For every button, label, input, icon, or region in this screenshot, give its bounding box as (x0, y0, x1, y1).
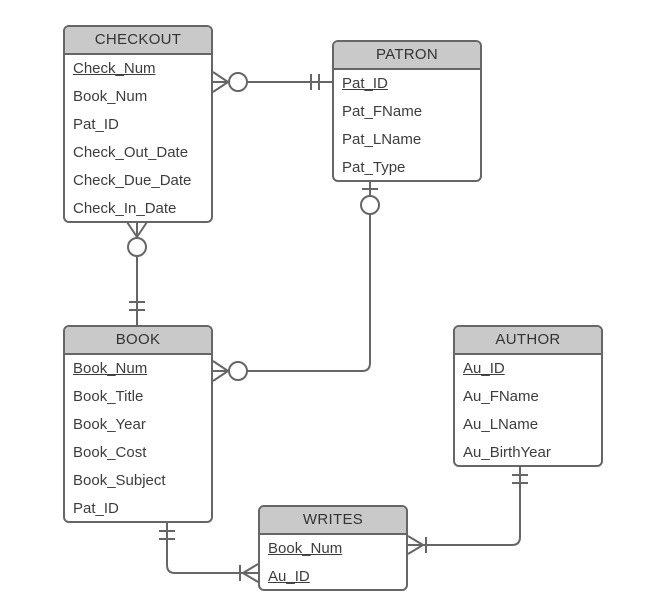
field-book-subject: Book_Subject (73, 472, 166, 489)
connector-book-patron (212, 181, 380, 382)
connector-line (228, 181, 371, 372)
connector-line (408, 467, 521, 546)
field-au-fname: Au_FName (463, 388, 539, 405)
connector-book-writes (159, 523, 259, 583)
entity-author[interactable]: AUTHOR Au_ID Au_FName Au_LName Au_BirthY… (453, 325, 603, 467)
entity-book-title: BOOK (65, 327, 211, 355)
one-mandatory-ticks-icon (129, 301, 145, 311)
field-au-id: Au_ID (268, 568, 310, 585)
crows-foot-many-icon (407, 535, 424, 555)
field-check-num: Check_Num (73, 60, 156, 77)
entity-checkout[interactable]: CHECKOUT Check_Num Book_Num Pat_ID Check… (63, 25, 213, 223)
connector-checkout-patron (212, 71, 332, 93)
field-au-birthyear: Au_BirthYear (463, 444, 551, 461)
crows-foot-many-icon (212, 360, 229, 382)
field-book-cost: Book_Cost (73, 444, 147, 461)
field-book-title: Book_Title (73, 388, 144, 405)
field-au-id: Au_ID (463, 360, 505, 377)
field-pat-fname: Pat_FName (342, 103, 423, 120)
entity-author-title: AUTHOR (455, 327, 601, 355)
field-pat-id: Pat_ID (73, 500, 119, 517)
connector-line (166, 523, 258, 574)
optional-circle-icon (228, 72, 248, 92)
optional-circle-icon (228, 361, 248, 381)
entity-book[interactable]: BOOK Book_Num Book_Title Book_Year Book_… (63, 325, 213, 523)
field-pat-type: Pat_Type (342, 159, 406, 176)
crows-foot-many-icon (212, 71, 229, 93)
optional-circle-icon (360, 195, 380, 215)
connector-checkout-book (126, 221, 148, 325)
entity-patron[interactable]: PATRON Pat_ID Pat_FName Pat_LName Pat_Ty… (332, 40, 482, 182)
one-mandatory-ticks-icon (159, 530, 175, 540)
field-check-due-date: Check_Due_Date (73, 172, 192, 189)
crows-foot-many-icon (126, 221, 148, 238)
field-check-in-date: Check_In_Date (73, 200, 177, 217)
field-pat-id: Pat_ID (73, 116, 119, 133)
field-book-num: Book_Num (73, 360, 148, 377)
field-check-out-date: Check_Out_Date (73, 144, 189, 161)
field-au-lname: Au_LName (463, 416, 539, 433)
entity-checkout-title: CHECKOUT (65, 27, 211, 55)
entity-writes[interactable]: WRITES Book_Num Au_ID (258, 505, 408, 591)
field-book-num: Book_Num (73, 88, 148, 105)
crows-foot-many-icon (242, 563, 259, 583)
one-mandatory-ticks-icon (512, 474, 528, 484)
field-pat-lname: Pat_LName (342, 131, 422, 148)
field-pat-id: Pat_ID (342, 75, 388, 92)
field-book-year: Book_Year (73, 416, 146, 433)
optional-circle-icon (127, 237, 147, 257)
connector-author-writes (407, 467, 528, 555)
field-book-num: Book_Num (268, 540, 343, 557)
entity-writes-title: WRITES (260, 507, 406, 535)
one-mandatory-ticks-icon (310, 74, 320, 90)
entity-patron-title: PATRON (334, 42, 480, 70)
